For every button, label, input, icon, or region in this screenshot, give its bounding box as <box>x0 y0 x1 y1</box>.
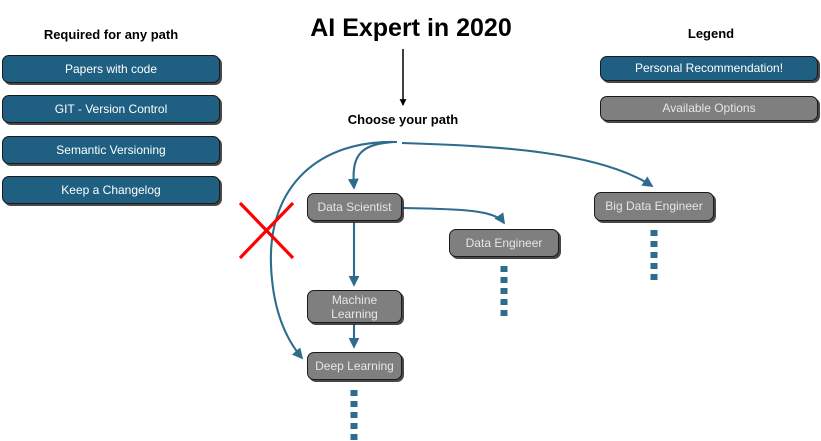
legend-item-available-options[interactable]: Available Options <box>600 96 818 121</box>
required-item-semantic-versioning[interactable]: Semantic Versioning <box>2 136 220 164</box>
node-data-scientist[interactable]: Data Scientist <box>307 193 402 221</box>
required-item-papers-with-code[interactable]: Papers with code <box>2 55 220 83</box>
edge-choose-path-to-deep-learning <box>269 140 397 360</box>
node-machine-learning[interactable]: Machine Learning <box>307 290 402 323</box>
edge-choose-path-to-data-scientist <box>347 140 398 190</box>
node-deep-learning[interactable]: Deep Learning <box>307 352 402 380</box>
edge-choose-path-to-big-data-engineer <box>401 141 654 187</box>
required-item-git-version-control[interactable]: GIT - Version Control <box>2 95 220 123</box>
legend-section-heading: Legend <box>687 26 735 41</box>
node-big-data-engineer[interactable]: Big Data Engineer <box>594 192 714 221</box>
node-data-engineer[interactable]: Data Engineer <box>449 229 559 257</box>
required-item-keep-a-changelog[interactable]: Keep a Changelog <box>2 176 220 204</box>
required-section-heading: Required for any path <box>43 27 179 42</box>
page-title: AI Expert in 2020 <box>310 14 512 42</box>
choose-your-path-label: Choose your path <box>347 112 459 127</box>
legend-item-personal-recommendation[interactable]: Personal Recommendation! <box>600 56 818 81</box>
edge-data-scientist-to-data-engineer <box>402 206 505 225</box>
blocked-path-cross-icon <box>238 201 295 260</box>
